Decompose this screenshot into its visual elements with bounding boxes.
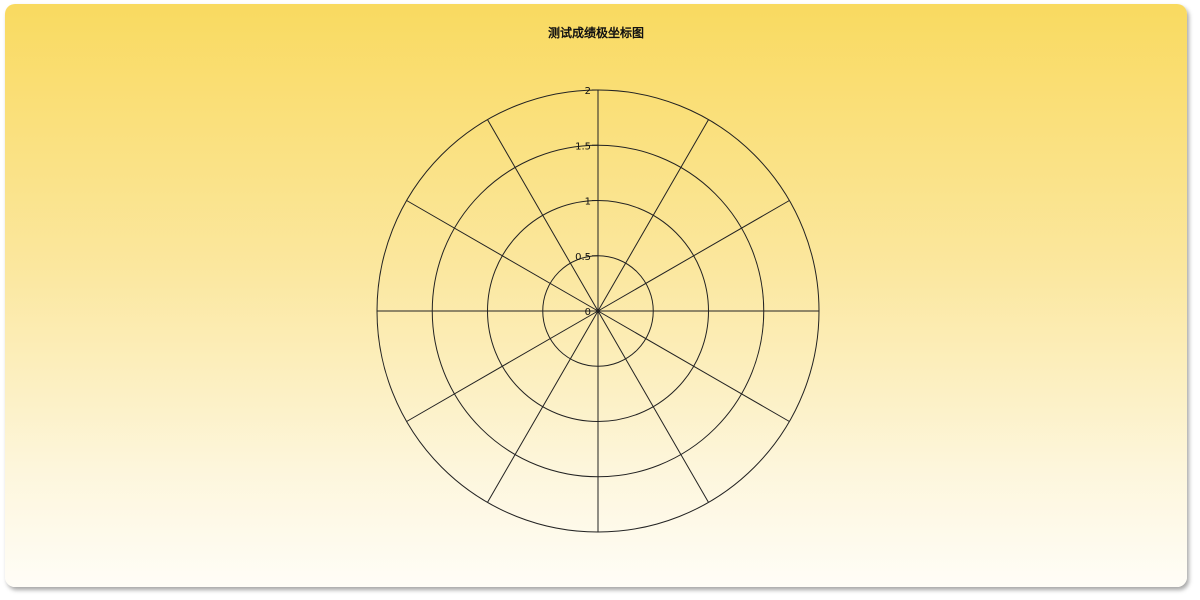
angular-gridline-1 [597,119,709,312]
chart-title: 测试成绩极坐标图 [547,26,644,40]
angular-gridline-4 [597,310,790,422]
angular-gridline-8 [406,310,599,422]
angular-gridline-10 [406,200,599,312]
radial-axis-ticks: 0 0.5 1 1.5 2 [575,86,598,318]
angular-gridline-2 [597,200,790,312]
radial-tick-label-1: 0.5 [575,252,591,263]
polar-chart: 0 0.5 1 1.5 2 [376,86,820,533]
angular-gridlines [377,90,819,532]
chart-card: 测试成绩极坐标图 0 0.5 1 1.5 2 [5,4,1187,587]
radial-tick-label-4: 2 [585,86,591,97]
radial-tick-label-2: 1 [585,197,591,208]
angular-gridline-5 [597,310,709,503]
angular-gridline-11 [487,119,599,312]
radial-tick-label-3: 1.5 [575,141,591,152]
radial-tick-label-0: 0 [585,307,591,318]
angular-gridline-7 [487,310,599,503]
